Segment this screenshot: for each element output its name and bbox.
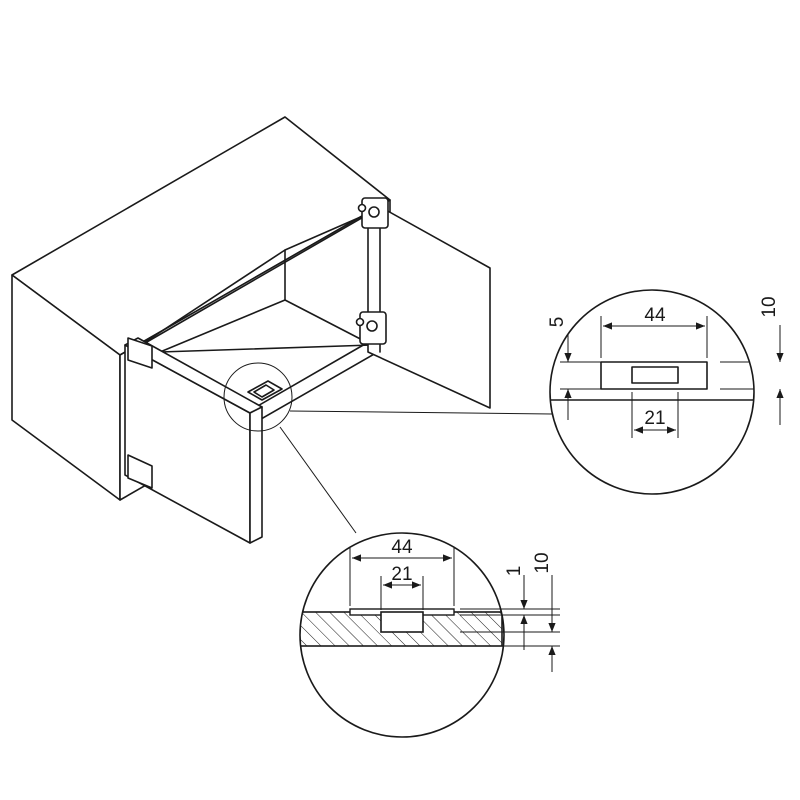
bottom-depth-label: 1 — [504, 566, 525, 577]
bottom-inner-width-label: 21 — [391, 564, 412, 585]
bottom-thickness-label: 10 — [532, 552, 553, 573]
top-inner-width-label: 21 — [644, 408, 665, 429]
left-hinge-top-icon — [127, 337, 153, 369]
detail-marker-circle — [223, 362, 293, 432]
top-left-height-label: 5 — [547, 317, 568, 328]
bottom-detail-view: 44 21 1 10 — [299, 532, 560, 738]
hinge-lower-icon — [355, 311, 387, 345]
right-door — [367, 199, 491, 409]
latch-housing — [247, 380, 283, 401]
cabinet — [11, 116, 553, 544]
bottom-width-label: 44 — [391, 537, 413, 558]
top-width-label: 44 — [644, 305, 666, 326]
top-detail-view: 44 21 5 10 — [547, 289, 784, 495]
top-right-height-label: 10 — [759, 296, 780, 317]
left-hinge-bottom-icon — [127, 454, 153, 489]
hinge-upper-icon — [357, 197, 389, 229]
